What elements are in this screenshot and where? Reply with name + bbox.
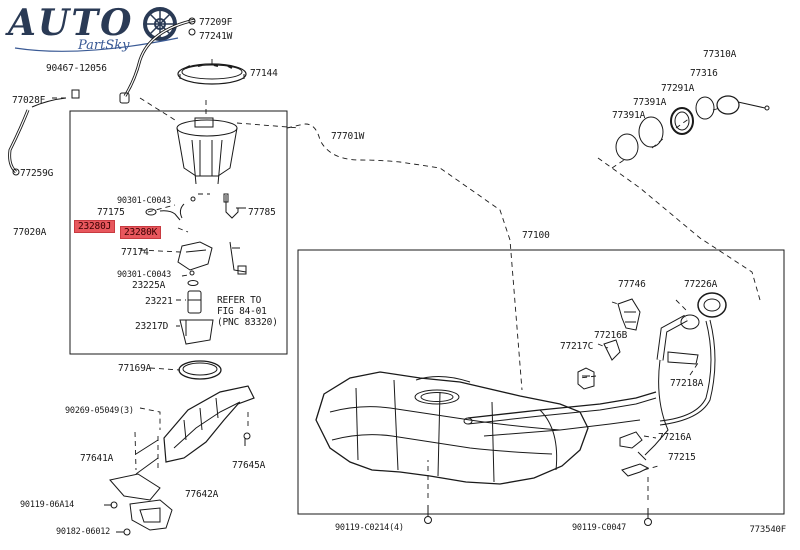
part-label: 77175 (97, 207, 125, 218)
dash-module-to-ring (139, 97, 176, 121)
part-label: 77215 (668, 452, 696, 463)
lock-ring-77144 (177, 63, 247, 85)
tank-protector-77641a (163, 385, 255, 463)
part-label: 77291A (661, 83, 695, 94)
hose-77028f (8, 109, 30, 174)
highlighted-part-label-23280j: 23280J (74, 220, 116, 233)
part-label: 77310A (703, 49, 737, 60)
part-label: 77216A (658, 432, 692, 443)
part-label: 90301-C0043 (117, 270, 172, 280)
part-label: 77209F (199, 17, 233, 28)
dash-cap-to-tank (597, 157, 761, 301)
tank-vent-pipes (467, 391, 657, 419)
part-label: 77100 (522, 230, 550, 241)
part-label: 77020A (13, 227, 47, 238)
part-label: 77217C (560, 341, 594, 352)
fuel-tank-77100 (315, 371, 589, 485)
pump-strainer (179, 319, 214, 345)
dash-module-to-tank (236, 122, 301, 129)
bracket-77746 (617, 298, 641, 331)
part-label: 77174 (121, 247, 149, 258)
logo-brand-text: AUTO (8, 2, 134, 44)
part-label: 77169A (118, 363, 152, 374)
dash-77701w (286, 123, 523, 391)
pump-module-body (176, 117, 238, 185)
part-label: 77746 (618, 279, 646, 290)
part-label: 77226A (684, 279, 718, 290)
part-label: 77645A (232, 460, 266, 471)
clamp-77216a (619, 431, 643, 449)
bracket-77217c (577, 367, 595, 390)
tank-box (297, 249, 785, 515)
part-label: 77641A (80, 453, 114, 464)
part-label: 77642A (185, 489, 219, 500)
part-label: 90119-C0047 (572, 523, 627, 533)
part-label: 77241W (199, 31, 233, 42)
part-label: 77701W (331, 131, 365, 142)
fuel-pump (187, 290, 202, 314)
part-label: 77785 (248, 207, 276, 218)
part-label: 77216B (594, 330, 628, 341)
fuel-cap-group (615, 95, 770, 161)
filler-pipe (644, 292, 727, 456)
part-label: 77144 (250, 68, 278, 79)
refer-note-line: (PNC 83320) (217, 317, 278, 328)
part-label: 23217D (135, 321, 169, 332)
refer-note-line: FIG 84-01 (217, 306, 267, 317)
pump-filter (177, 241, 213, 271)
refer-note-line: REFER TO (217, 295, 262, 306)
part-label: 90301-C0043 (117, 196, 172, 206)
logo-sub-text: PartSky (78, 38, 130, 53)
part-label: 23225A (132, 280, 166, 291)
part-label: 77316 (690, 68, 718, 79)
pump-module-box (69, 110, 288, 355)
part-label: 23221 (145, 296, 173, 307)
part-label: 90119-C0214(4) (335, 523, 404, 533)
part-label: 90467-12056 (46, 63, 107, 74)
part-label: 77028F (12, 95, 46, 106)
part-label: 77391A (633, 97, 667, 108)
diagram-code: 773540F (749, 525, 786, 535)
part-label: 90269-05049(3) (65, 406, 134, 416)
logo-wheel-icon (143, 7, 177, 41)
part-label: 90182-06012 (56, 527, 111, 537)
part-label: 77218A (670, 378, 704, 389)
highlighted-part-label-23280k: 23280K (120, 226, 162, 239)
part-label: 77391A (612, 110, 646, 121)
gasket-77169a (178, 360, 222, 380)
tank-bracket-77642a (109, 473, 173, 531)
part-label: 90119-06A14 (20, 500, 75, 510)
logo-swoosh (14, 37, 179, 52)
sender-gauge (225, 195, 246, 219)
bracket-77216b (603, 339, 621, 361)
part-label: 77259G (20, 168, 54, 179)
